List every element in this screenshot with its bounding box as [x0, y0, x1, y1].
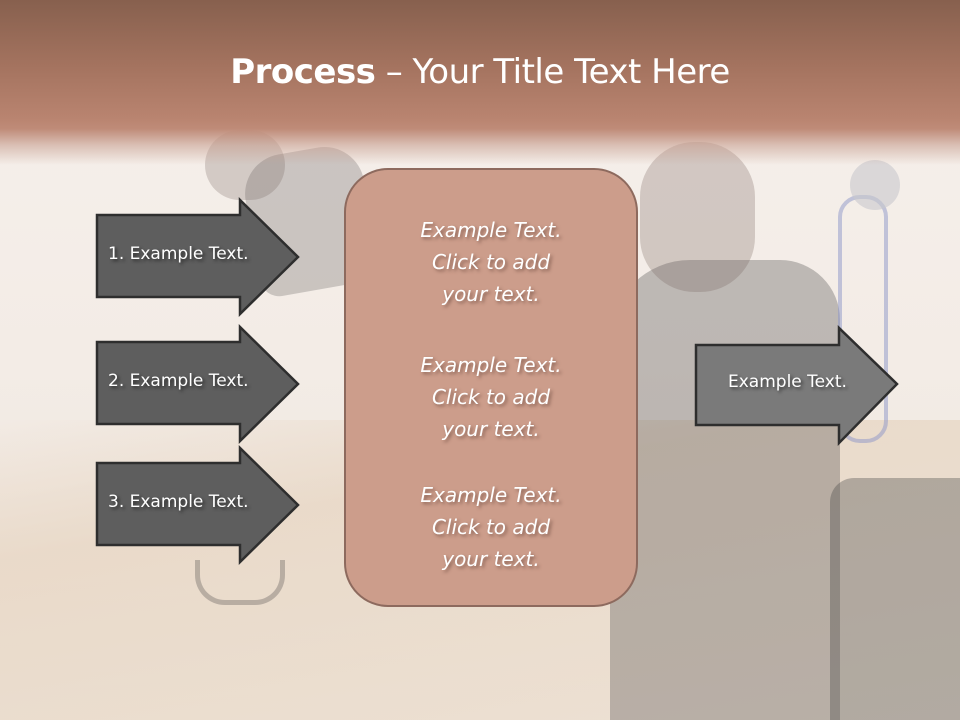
- block-line: your text.: [442, 547, 540, 571]
- step-arrow-1[interactable]: 1. Example Text.: [95, 197, 300, 317]
- arrow-right-shape-icon: [95, 445, 300, 565]
- background-photo-person-right-head: [640, 142, 755, 292]
- block-line: your text.: [442, 282, 540, 306]
- center-text-block-1[interactable]: Example Text. Click to add your text.: [346, 214, 636, 310]
- center-text-box[interactable]: Example Text. Click to add your text. Ex…: [344, 168, 638, 607]
- result-arrow[interactable]: Example Text.: [694, 325, 899, 447]
- block-line: Example Text.: [420, 218, 562, 242]
- step-arrow-label: 3. Example Text.: [108, 492, 249, 512]
- background-wall-hook: [850, 160, 900, 210]
- title-band: [0, 0, 960, 165]
- block-line: Click to add: [431, 515, 551, 539]
- block-line: Example Text.: [420, 353, 562, 377]
- block-line: Example Text.: [420, 483, 562, 507]
- background-photo-equipment: [830, 478, 960, 720]
- slide-title[interactable]: Process – Your Title Text Here: [0, 52, 960, 92]
- background-photo-person-right-body: [610, 260, 840, 720]
- center-text-block-2[interactable]: Example Text. Click to add your text.: [346, 349, 636, 445]
- arrow-right-shape-icon: [95, 197, 300, 317]
- block-line: Click to add: [431, 385, 551, 409]
- title-rest-part: – Your Title Text Here: [375, 52, 731, 92]
- step-arrow-3[interactable]: 3. Example Text.: [95, 445, 300, 565]
- result-arrow-label: Example Text.: [728, 372, 847, 392]
- step-arrow-label: 1. Example Text.: [108, 244, 249, 264]
- block-line: Click to add: [431, 250, 551, 274]
- step-arrow-label: 2. Example Text.: [108, 371, 249, 391]
- step-arrow-2[interactable]: 2. Example Text.: [95, 324, 300, 444]
- background-strap: [195, 560, 285, 605]
- arrow-right-shape-icon: [95, 324, 300, 444]
- title-bold-part: Process: [230, 52, 376, 92]
- block-line: your text.: [442, 417, 540, 441]
- center-text-block-3[interactable]: Example Text. Click to add your text.: [346, 479, 636, 575]
- arrow-right-shape-icon: [694, 325, 899, 447]
